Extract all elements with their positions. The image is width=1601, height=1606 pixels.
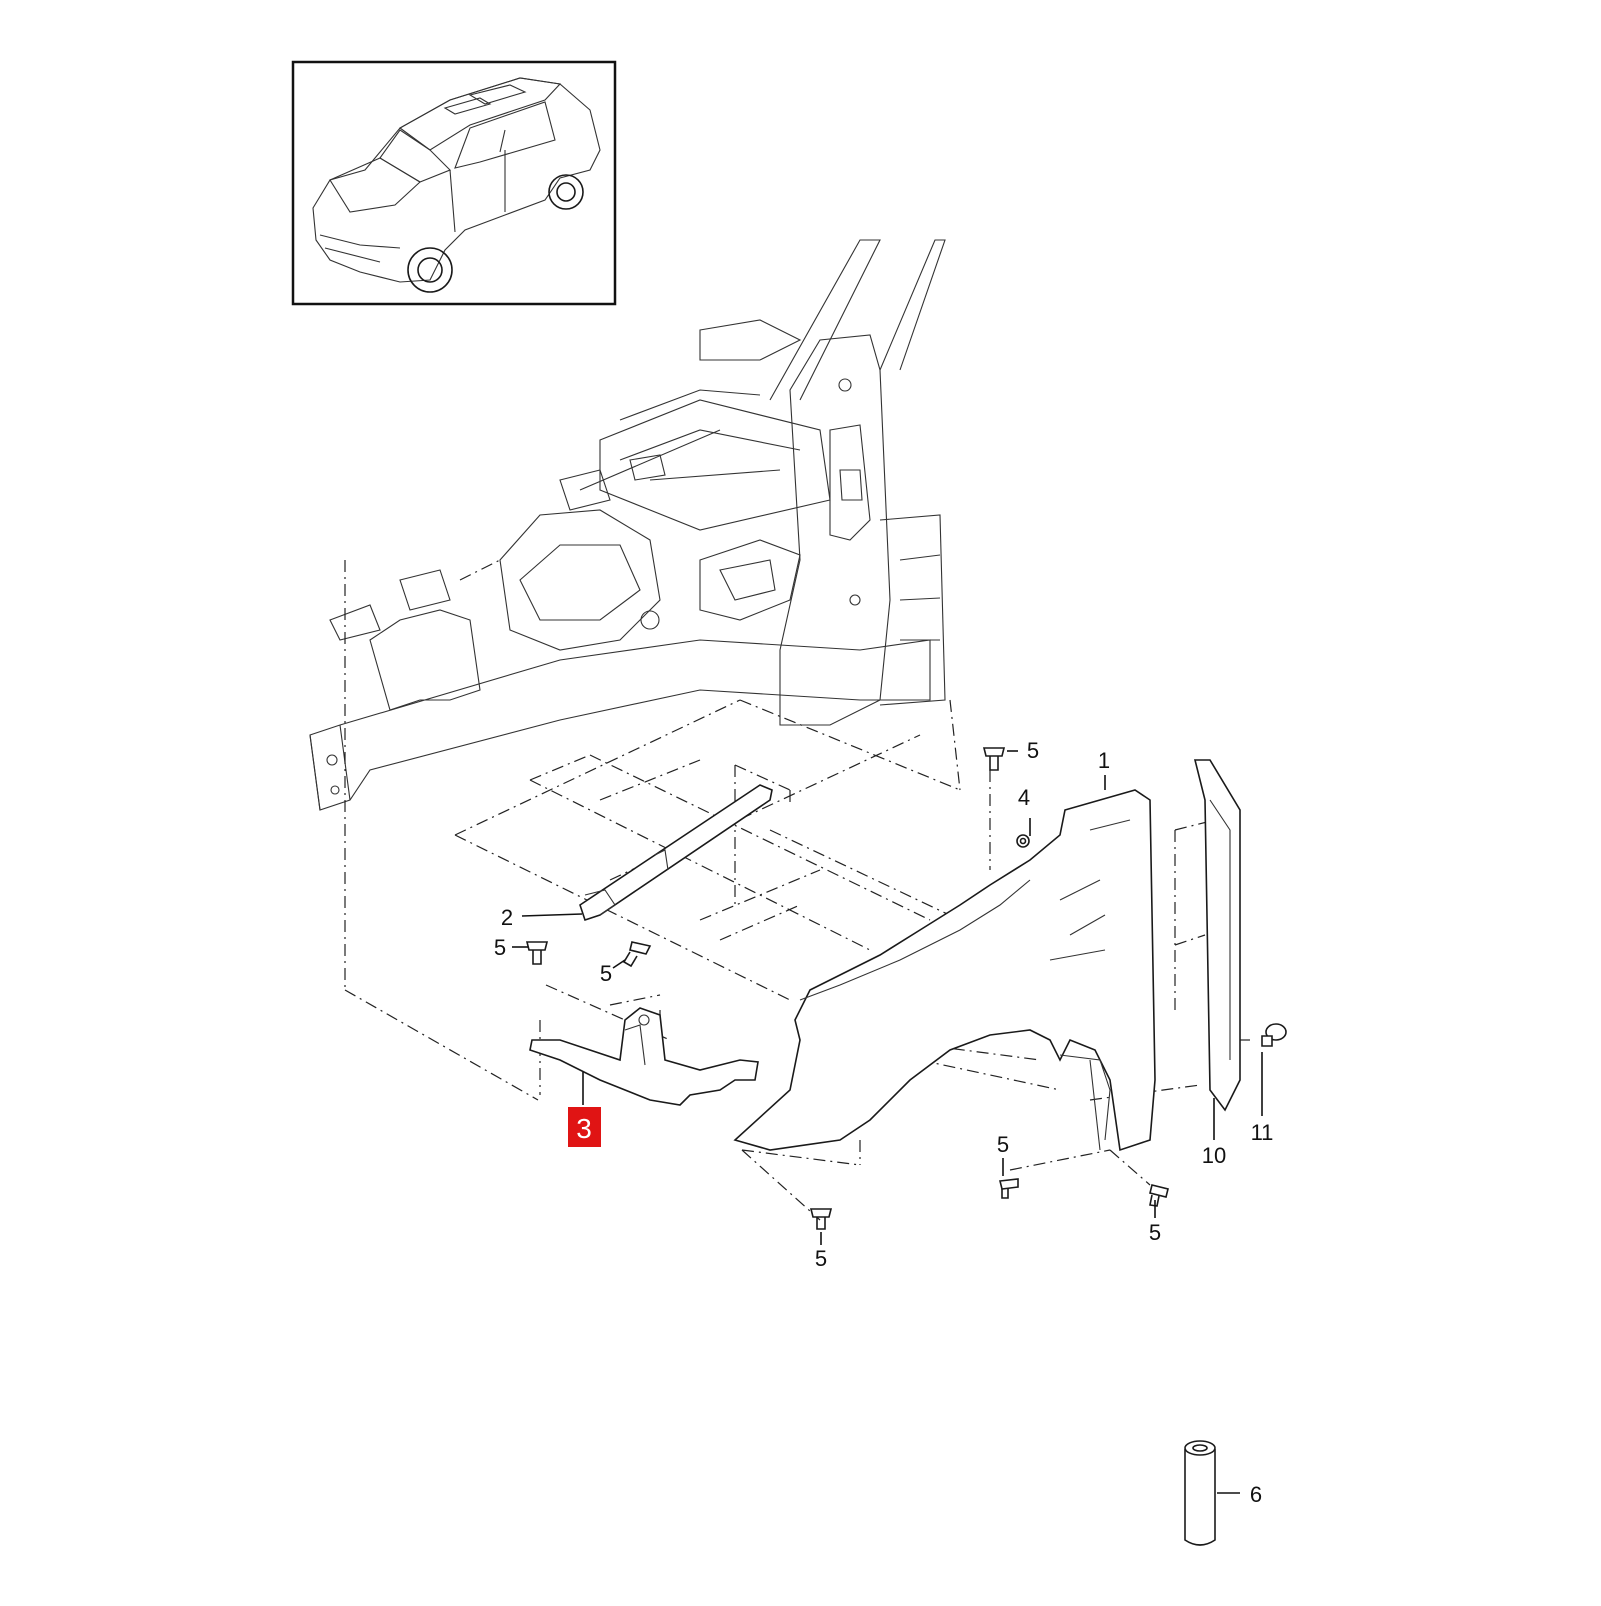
vehicle-thumbnail [291, 60, 617, 306]
sleeve-icon [1184, 1440, 1216, 1546]
callout-5: 5 [815, 1246, 827, 1271]
reinforcement-bar [579, 784, 773, 922]
fasteners [525, 747, 1287, 1546]
callout-5: 5 [494, 935, 506, 960]
callout-5: 5 [997, 1132, 1009, 1157]
fender-bracket [529, 1007, 759, 1106]
callout-5: 5 [600, 961, 612, 986]
callouts: 1 2 3 4 5 5 5 5 5 5 6 10 11 [494, 738, 1274, 1507]
callout-3-highlight: 3 [568, 1107, 601, 1147]
bolt-icon [809, 1208, 833, 1230]
callout-5: 5 [1027, 738, 1039, 763]
liner-strip [1193, 759, 1241, 1112]
body-structure [309, 239, 946, 811]
bolt-icon [1149, 1184, 1169, 1207]
callout-2: 2 [501, 905, 513, 930]
clip-nut-icon [1016, 834, 1030, 848]
push-clip-icon [1261, 1023, 1287, 1047]
callout-4: 4 [1018, 785, 1030, 810]
bolt-icon [982, 747, 1006, 771]
callout-3: 3 [576, 1113, 592, 1144]
bolt-icon [525, 941, 549, 965]
callout-1: 1 [1098, 748, 1110, 773]
callout-6: 6 [1250, 1482, 1262, 1507]
leader-lines [512, 750, 1263, 1494]
callout-5: 5 [1149, 1220, 1161, 1245]
bolt-icon [622, 941, 652, 968]
callout-10: 10 [1202, 1143, 1226, 1168]
callout-11: 11 [1251, 1120, 1274, 1145]
fender-panel [733, 789, 1156, 1152]
bolt-icon [999, 1178, 1019, 1199]
